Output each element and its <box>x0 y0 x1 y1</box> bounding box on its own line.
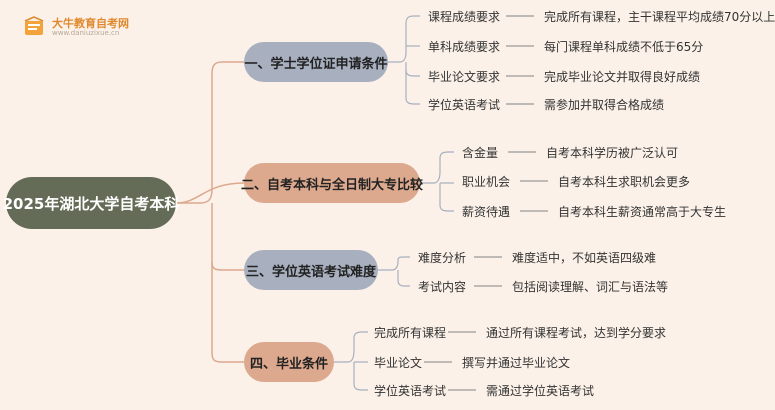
item-key: 学位英语考试 <box>428 97 501 112</box>
branch-english-difficulty: 三、学位英语考试难度 <box>244 250 378 290</box>
logo-name: 大牛教育自考网 <box>52 17 129 31</box>
item-value: 需通过学位英语考试 <box>486 383 595 398</box>
item-value: 自考本科学历被广泛认可 <box>546 145 679 160</box>
branch-degree-conditions: 一、学士学位证申请条件 <box>244 42 388 82</box>
item-value: 撰写并通过毕业论文 <box>462 355 571 370</box>
site-logo: 大牛教育自考网 www.daniuzixue.cn <box>22 16 129 40</box>
item-key: 课程成绩要求 <box>428 9 501 24</box>
item-value: 自考本科生求职机会更多 <box>558 174 691 189</box>
item-key: 考试内容 <box>418 279 467 294</box>
logo-url: www.daniuzixue.cn <box>52 29 120 38</box>
book-logo-icon <box>24 16 44 35</box>
item-key: 毕业论文要求 <box>428 69 501 84</box>
item-value: 每门课程单科成绩不低于65分 <box>544 39 704 54</box>
item-key: 学位英语考试 <box>374 383 447 398</box>
item-value: 通过所有课程考试，达到学分要求 <box>486 325 667 340</box>
item-key: 毕业论文 <box>374 355 423 370</box>
item-key: 难度分析 <box>418 250 467 265</box>
item-key: 薪资待遇 <box>462 204 511 219</box>
branch-graduation: 四、毕业条件 <box>244 342 334 382</box>
item-key: 含金量 <box>462 145 499 160</box>
item-value: 包括阅读理解、词汇与语法等 <box>512 279 669 294</box>
item-key: 单科成绩要求 <box>428 39 501 54</box>
connector-lines <box>175 15 548 391</box>
branch-comparison: 二、自考本科与全日制大专比较 <box>241 163 423 203</box>
item-value: 难度适中，不如英语四级难 <box>512 250 657 265</box>
item-key: 职业机会 <box>462 174 511 189</box>
item-value: 完成毕业论文并取得良好成绩 <box>544 69 701 84</box>
item-value: 需参加并取得合格成绩 <box>544 97 665 112</box>
mindmap-root: 2025年湖北大学自考本科 <box>3 177 179 229</box>
item-value: 自考本科生薪资通常高于大专生 <box>558 204 727 219</box>
item-value: 完成所有课程，主干课程平均成绩70分以上 <box>544 9 775 24</box>
item-key: 完成所有课程 <box>374 325 447 340</box>
